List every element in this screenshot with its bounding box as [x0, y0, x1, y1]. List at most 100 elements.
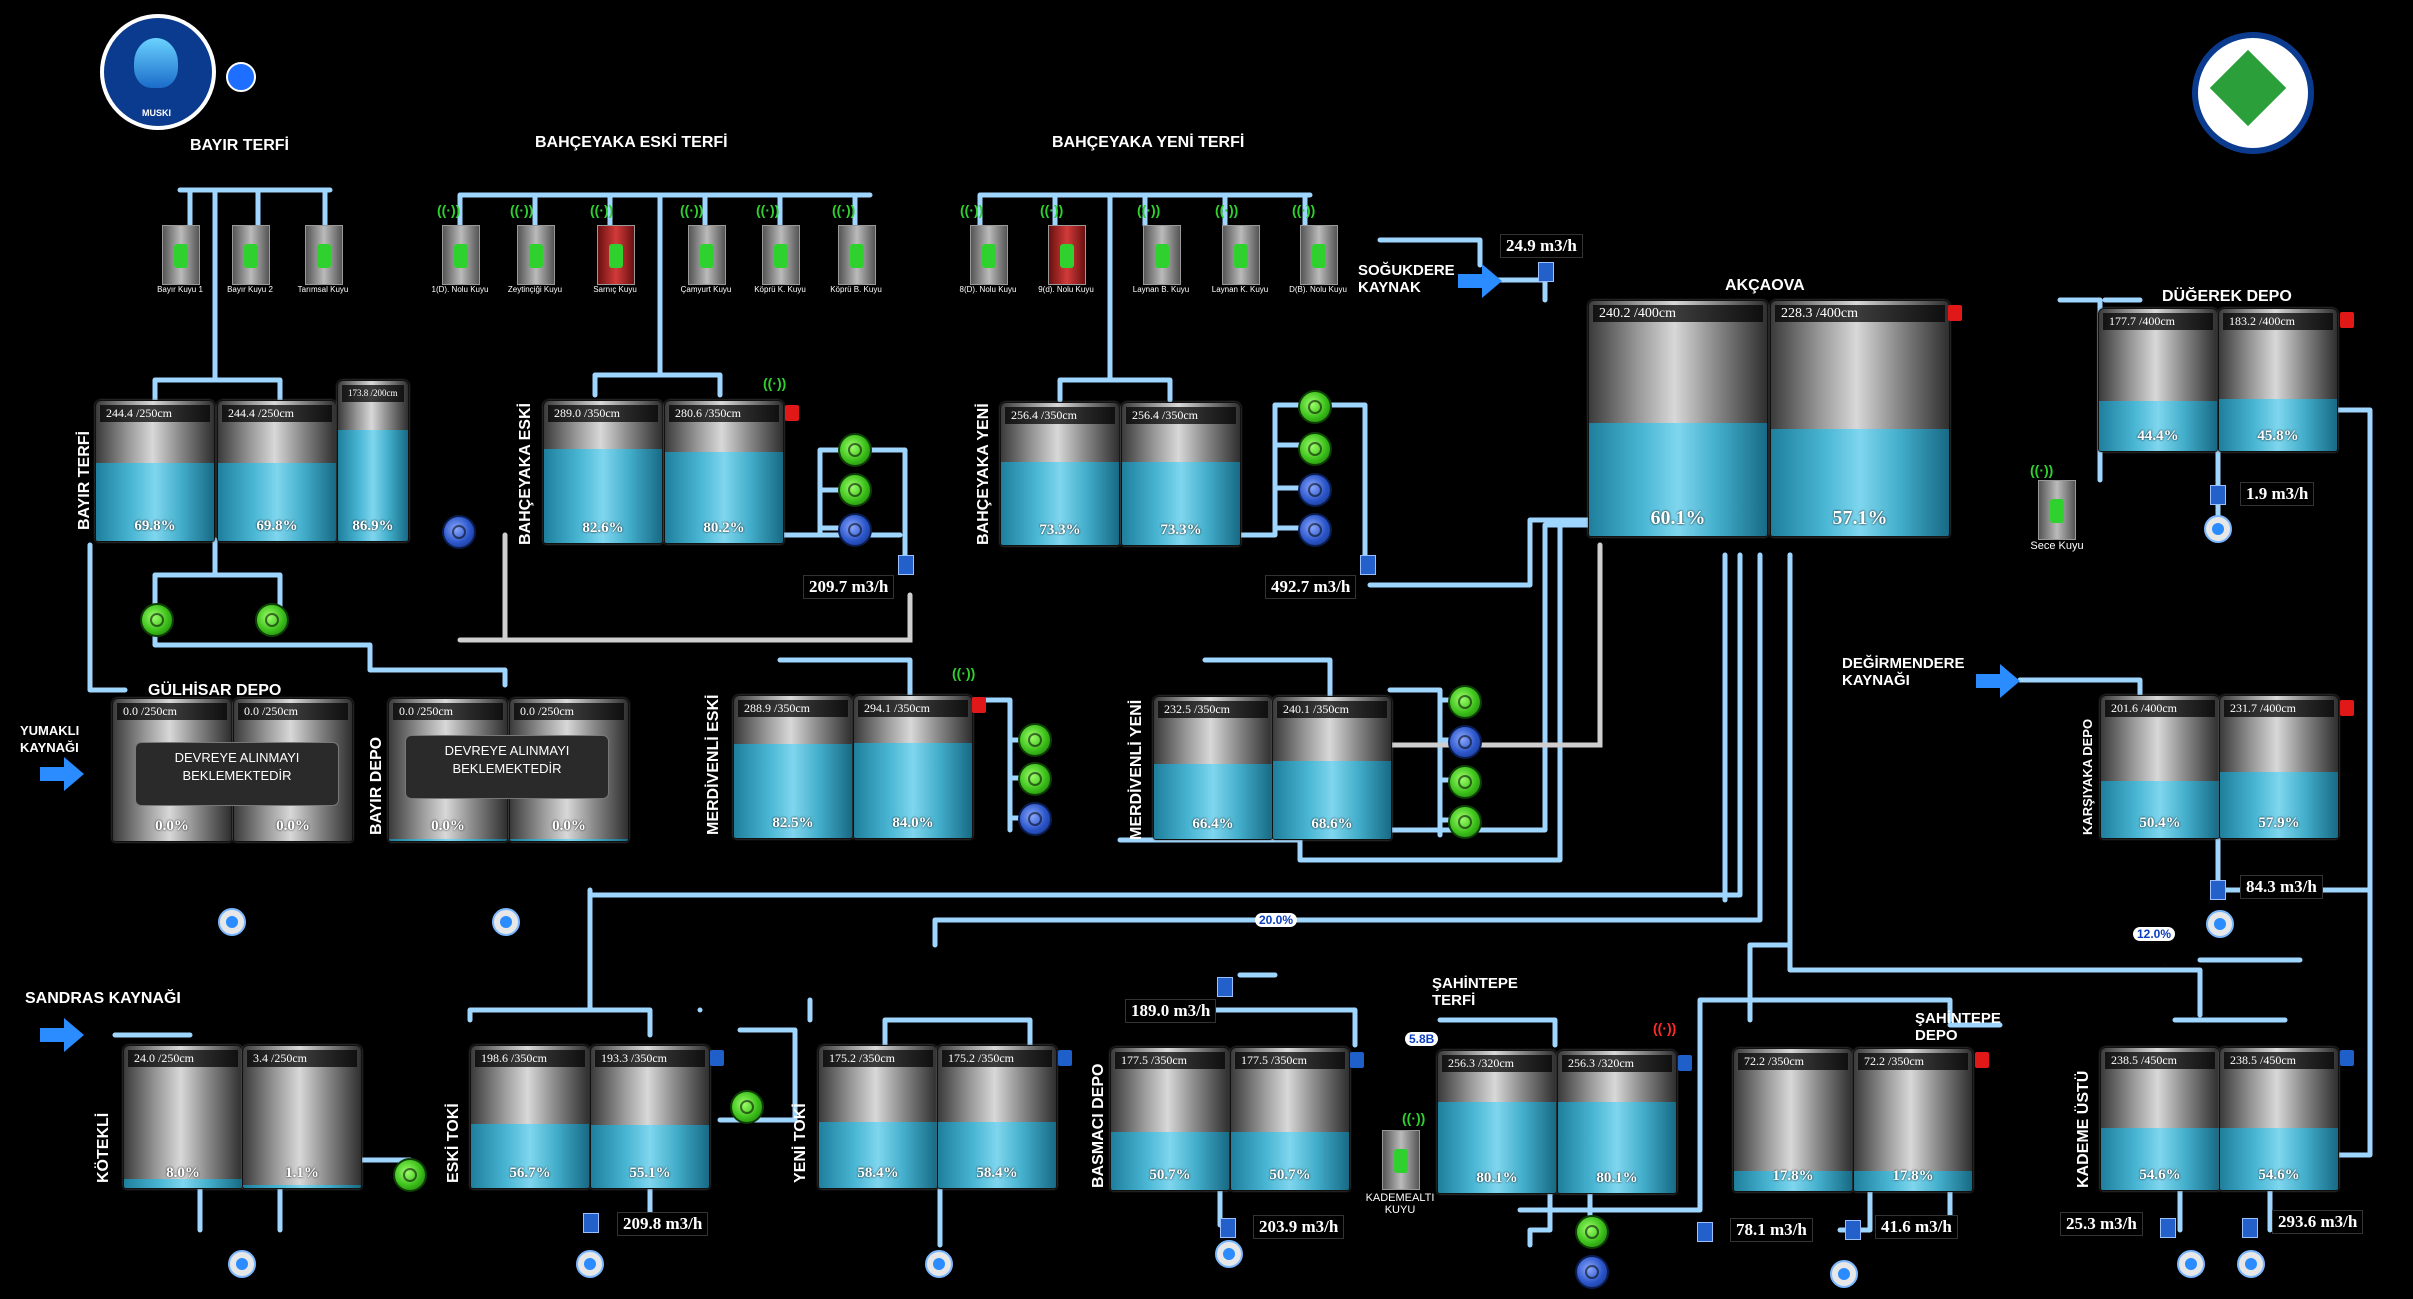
well-label: 9(d). Nolu Kuyu: [1038, 285, 1094, 294]
well-9d[interactable]: [1048, 225, 1086, 285]
tank-level-readout: 256.4 /350cm: [1005, 407, 1115, 424]
alarm-icon[interactable]: [710, 1050, 724, 1066]
well-kopru-k[interactable]: [762, 225, 800, 285]
tank-level-readout: 177.7 /400cm: [2103, 313, 2213, 330]
valve-icon[interactable]: [2155, 958, 2175, 972]
pump-icon[interactable]: [1448, 685, 1482, 719]
alarm-icon[interactable]: [1948, 305, 1962, 321]
pump-icon[interactable]: [140, 603, 174, 637]
alarm-icon[interactable]: [1058, 1050, 1072, 1066]
vtitle-merdivenli-eski: MERDİVENLİ ESKİ: [705, 694, 722, 835]
alarm-icon[interactable]: [2340, 1050, 2354, 1066]
pump-icon[interactable]: [1448, 725, 1482, 759]
tank-level-readout: 231.7 /400cm: [2224, 700, 2334, 717]
pump-icon[interactable]: [1575, 1215, 1609, 1249]
tank-percent: 58.4%: [976, 1165, 1018, 1181]
alarm-icon[interactable]: [2340, 700, 2354, 716]
arrow-icon: [1458, 264, 1502, 298]
pump-icon[interactable]: [838, 433, 872, 467]
signal-icon: ((·)): [1653, 1020, 1677, 1036]
well-kopru-b[interactable]: [838, 225, 876, 285]
pump-icon[interactable]: [255, 603, 289, 637]
tank-level-readout: 256.3 /320cm: [1562, 1055, 1672, 1072]
pump-icon[interactable]: [838, 473, 872, 507]
well-laynan-b[interactable]: [1143, 225, 1181, 285]
pump-icon[interactable]: [1448, 805, 1482, 839]
pump-icon[interactable]: [1298, 473, 1332, 507]
alarm-icon[interactable]: [1678, 1055, 1692, 1071]
well-sece[interactable]: [2038, 480, 2076, 540]
signal-icon: ((·)): [590, 202, 614, 218]
pump-icon[interactable]: [838, 513, 872, 547]
well-tarimsal[interactable]: [305, 225, 343, 285]
well-bayir-1[interactable]: [162, 225, 200, 285]
well-laynan-k[interactable]: [1222, 225, 1260, 285]
alarm-icon[interactable]: [1350, 1052, 1364, 1068]
pump-icon[interactable]: [1298, 432, 1332, 466]
pump-icon[interactable]: [1448, 765, 1482, 799]
flow-readout-basmaci-out: 203.9 m3/h: [1253, 1215, 1345, 1239]
pump-icon[interactable]: [1298, 390, 1332, 424]
pump-icon[interactable]: [393, 1158, 427, 1192]
well-db[interactable]: [1300, 225, 1338, 285]
alarm-icon[interactable]: [785, 405, 799, 421]
pump-icon[interactable]: [1575, 1255, 1609, 1289]
alarm-icon[interactable]: [2340, 312, 2354, 328]
well-8d[interactable]: [970, 225, 1008, 285]
well-1d[interactable]: [442, 225, 480, 285]
pump-icon[interactable]: [730, 1090, 764, 1124]
tank-level-readout: 0.0 /250cm: [117, 703, 227, 720]
well-sarnic[interactable]: [597, 225, 635, 285]
alarm-icon[interactable]: [1975, 1052, 1989, 1068]
well-zeytincigi[interactable]: [517, 225, 555, 285]
pump-icon[interactable]: [1018, 802, 1052, 836]
well-kademealti[interactable]: [1382, 1130, 1420, 1190]
meter-icon: [2177, 1250, 2205, 1278]
pump-icon[interactable]: [1298, 513, 1332, 547]
valve-icon[interactable]: [605, 880, 625, 894]
valve-icon[interactable]: [920, 985, 940, 999]
pump-icon[interactable]: [1018, 723, 1052, 757]
flow-readout-bahceyaka-yeni: 492.7 m3/h: [1265, 575, 1357, 599]
flow-readout-kademe-b: 293.6 m3/h: [2272, 1210, 2364, 1234]
well-bayir-2[interactable]: [232, 225, 270, 285]
well-camyurt[interactable]: [688, 225, 726, 285]
valve-icon[interactable]: [1530, 1002, 1550, 1016]
alarm-icon[interactable]: [972, 697, 986, 713]
pump-icon[interactable]: [442, 515, 476, 549]
well-label: D(B). Nolu Kuyu: [1289, 285, 1347, 294]
valve-icon[interactable]: [1262, 945, 1282, 959]
pump-icon[interactable]: [1018, 762, 1052, 796]
